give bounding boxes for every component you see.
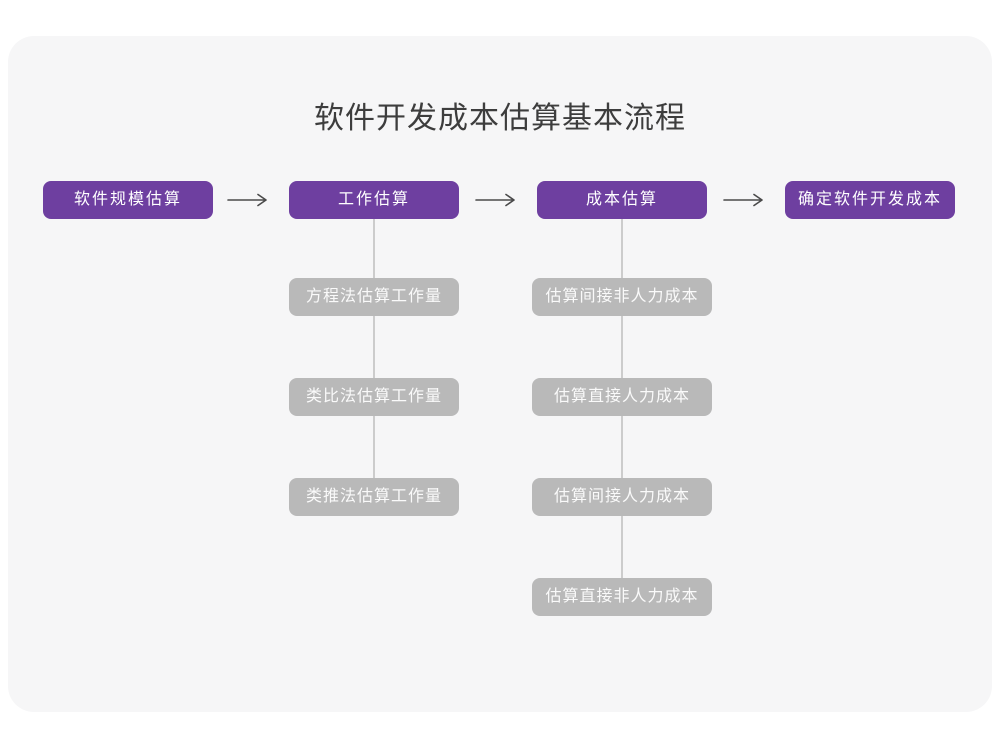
- node-analogy-method-workload: 类比法估算工作量: [289, 378, 459, 416]
- node-equation-method-workload: 方程法估算工作量: [289, 278, 459, 316]
- diagram-canvas: [8, 36, 992, 712]
- node-indirect-non-labor-cost: 估算间接非人力成本: [532, 278, 712, 316]
- node-extrapolation-method-workload: 类推法估算工作量: [289, 478, 459, 516]
- node-indirect-labor-cost: 估算间接人力成本: [532, 478, 712, 516]
- connector-line-work-estimation: [373, 219, 375, 479]
- node-direct-non-labor-cost: 估算直接非人力成本: [532, 578, 712, 616]
- arrow-right-icon: [475, 193, 515, 207]
- node-direct-labor-cost: 估算直接人力成本: [532, 378, 712, 416]
- node-cost-estimation: 成本估算: [537, 181, 707, 219]
- node-software-scale-estimation: 软件规模估算: [43, 181, 213, 219]
- arrow-right-icon: [723, 193, 763, 207]
- node-determine-development-cost: 确定软件开发成本: [785, 181, 955, 219]
- arrow-right-icon: [227, 193, 267, 207]
- diagram-title: 软件开发成本估算基本流程: [314, 102, 686, 135]
- node-work-estimation: 工作估算: [289, 181, 459, 219]
